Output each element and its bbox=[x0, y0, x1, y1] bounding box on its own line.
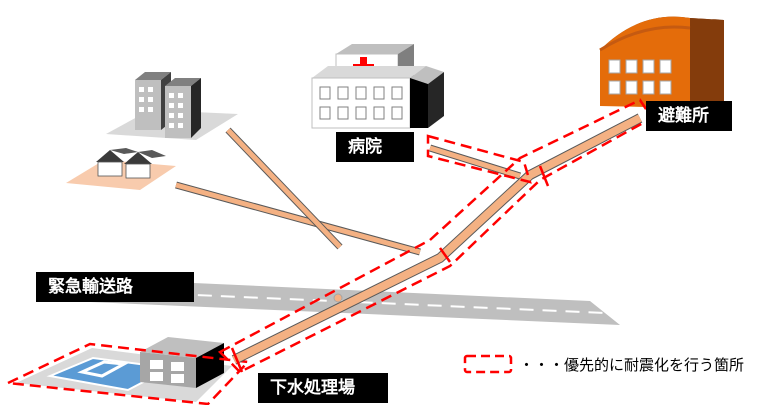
legend: ・・・優先的に耐震化を行う箇所 bbox=[463, 352, 744, 376]
residential-area bbox=[66, 72, 238, 190]
emergency-road-label: 緊急輸送路 bbox=[36, 272, 194, 302]
sewage-plant-label: 下水処理場 bbox=[258, 373, 388, 403]
shelter bbox=[599, 16, 724, 108]
legend-dashed-box-icon bbox=[463, 354, 513, 374]
pipe-trunk bbox=[231, 113, 643, 365]
shelter-label: 避難所 bbox=[646, 101, 732, 131]
priority-outline-hospital-pipe bbox=[426, 134, 532, 184]
legend-text: ・・・優先的に耐震化を行う箇所 bbox=[519, 355, 745, 374]
sewer-pipe-network bbox=[175, 113, 643, 365]
houses bbox=[96, 148, 166, 179]
priority-outline-sewage bbox=[3, 342, 251, 405]
hospital-label: 病院 bbox=[336, 132, 414, 162]
hospital bbox=[311, 44, 444, 129]
